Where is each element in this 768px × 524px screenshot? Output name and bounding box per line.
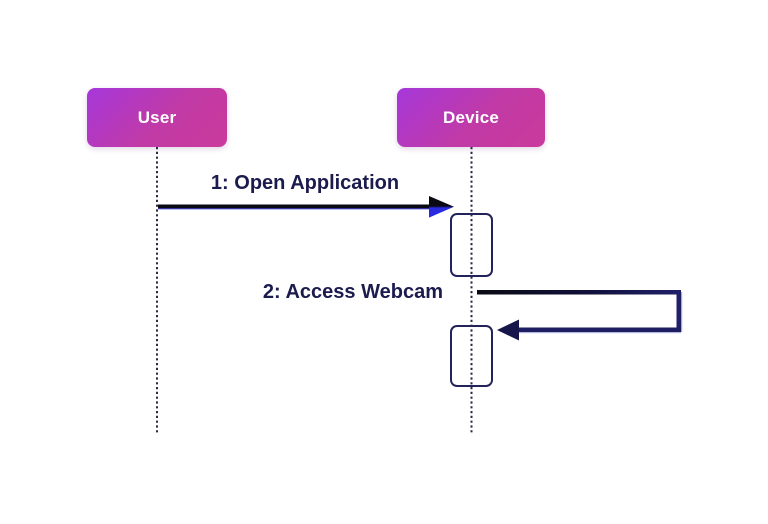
actor-user[interactable]: User <box>87 88 227 147</box>
message-1-arrowhead-icon <box>429 196 454 218</box>
message-1-label[interactable]: 1: Open Application <box>210 172 400 194</box>
message-1-arrow[interactable] <box>158 196 454 218</box>
message-2-label[interactable]: 2: Access Webcam <box>262 281 443 303</box>
message-2-arrow[interactable] <box>477 290 683 341</box>
message-2-arrowhead-icon <box>497 319 519 341</box>
actor-device[interactable]: Device <box>397 88 545 147</box>
